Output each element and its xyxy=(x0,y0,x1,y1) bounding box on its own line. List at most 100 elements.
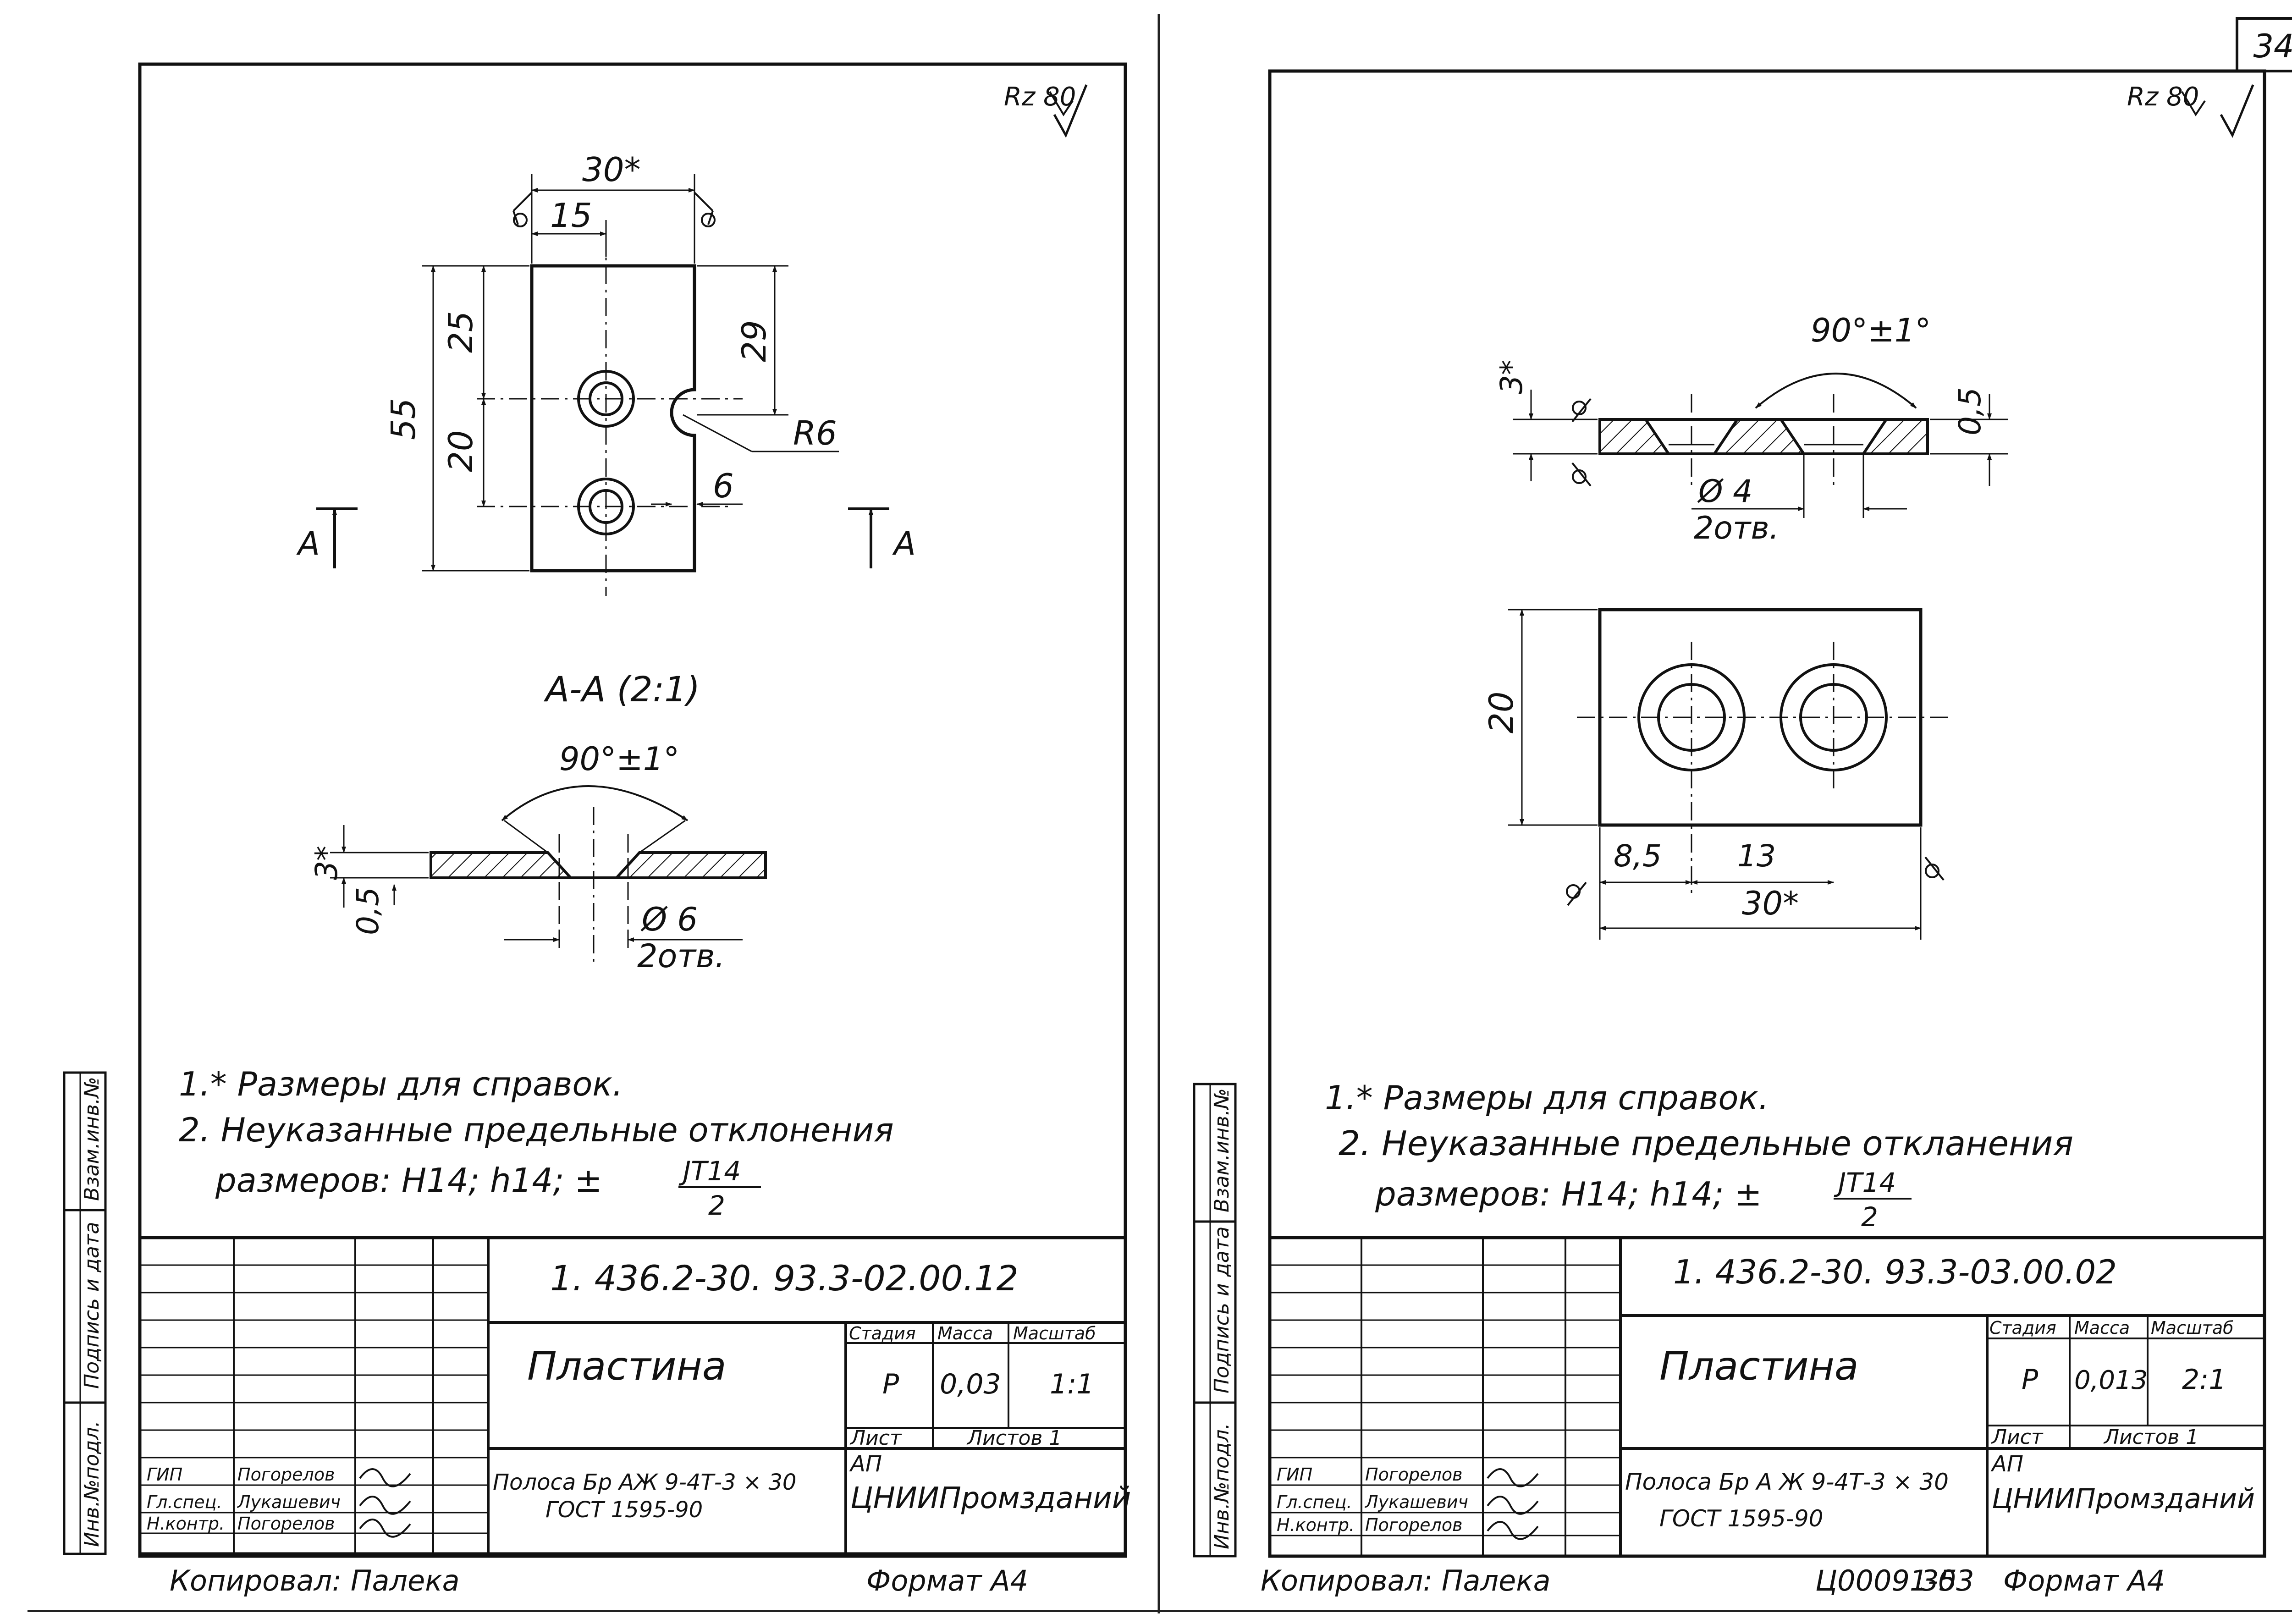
left-tb-signatures-icon xyxy=(359,1468,411,1538)
left-tb-scale: 1:1 xyxy=(1050,1368,1094,1400)
left-tb-stage: Р xyxy=(882,1368,899,1400)
left-tb-role-1: ГИП xyxy=(147,1464,182,1485)
right-tb-name-2: Лукашевич xyxy=(1364,1492,1468,1512)
right-note-3: размеров: H14; h14; ± xyxy=(1375,1175,1762,1213)
left-tb-mass: 0,03 xyxy=(940,1368,1001,1400)
right-tb-mass: 0,013 xyxy=(2074,1365,2148,1395)
right-tb-name-1: Погорелов xyxy=(1365,1464,1462,1485)
right-hole-dia: Ø 4 xyxy=(1697,473,1752,510)
left-tb-org-1: АП xyxy=(849,1451,882,1477)
right-d1: 8,5 xyxy=(1614,838,1662,874)
left-note-2: 2. Неуказанные предельные отклонения xyxy=(179,1111,894,1149)
right-side-stamps: Взам.инв.№ Подпись и дата Инв.№подл. xyxy=(1193,1083,1237,1558)
page-number: 34 xyxy=(2253,28,2292,65)
left-sheet: Rz 80 xyxy=(63,62,1131,1597)
right-sheet: Rz 80 90°±1° xyxy=(1193,69,2266,1597)
left-note-frac-top: JT14 xyxy=(678,1156,741,1187)
right-format: Формат А4 xyxy=(2003,1564,2165,1597)
right-tb-material-2: ГОСТ 1595-90 xyxy=(1659,1505,1823,1532)
right-roughness: Rz 80 xyxy=(2127,82,2199,112)
right-title-block: 1. 436.2-30. 93.3-03.00.02 Пластина Стад… xyxy=(1268,1236,2266,1558)
left-holes-count: 2отв. xyxy=(637,937,725,975)
right-doc-number: Ц00091-03 xyxy=(1815,1564,1974,1597)
right-note-1: 1.* Размеры для справок. xyxy=(1325,1079,1769,1117)
right-d2: 13 xyxy=(1737,838,1776,874)
left-note-3: размеров: H14; h14; ± xyxy=(215,1161,602,1200)
left-section-title: А-А (2:1) xyxy=(543,669,700,710)
left-tb-stage-label: Стадия xyxy=(849,1323,916,1343)
right-tb-name-3: Погорелов xyxy=(1365,1515,1462,1535)
right-tb-code: 1. 436.2-30. 93.3-03.00.02 xyxy=(1673,1253,2117,1291)
right-thickness: 3* xyxy=(1494,360,1529,394)
right-tb-name: Пластина xyxy=(1659,1343,1859,1389)
left-tb-sheets-label: Листов 1 xyxy=(966,1426,1062,1450)
right-tb-role-2: Гл.спец. xyxy=(1277,1492,1352,1512)
right-angle: 90°±1° xyxy=(1811,312,1931,349)
left-dim-lower: 20 xyxy=(441,430,480,472)
left-angle-arc xyxy=(501,785,689,821)
right-tb-material-1: Полоса Бр А Ж 9-4Т-3 × 30 xyxy=(1625,1469,1949,1495)
left-dim-upper: 25 xyxy=(441,311,480,353)
right-tb-signatures-icon xyxy=(1487,1468,1539,1540)
left-roughness-check-icon xyxy=(1053,84,1088,138)
right-tb-stage: Р xyxy=(2022,1364,2039,1396)
right-section-dims xyxy=(1513,390,2008,511)
right-side-label-3: Инв.№подл. xyxy=(1210,1423,1234,1549)
left-angle: 90°±1° xyxy=(559,740,679,778)
left-roughness-mark-icon xyxy=(1049,91,1074,116)
right-angle-arc xyxy=(1755,373,1917,409)
right-chamfer: 0,5 xyxy=(1952,387,1988,435)
right-tb-role-1: ГИП xyxy=(1277,1464,1312,1485)
left-section-profile xyxy=(430,807,767,963)
left-section-markers xyxy=(316,507,889,568)
right-page: 35 xyxy=(1921,1564,1957,1597)
left-tb-name-2: Лукашевич xyxy=(237,1492,341,1512)
right-width: 30* xyxy=(1742,885,1799,922)
right-copied: Копировал: Палека xyxy=(1261,1564,1551,1597)
right-tb-org-2: ЦНИИПромзданий xyxy=(1992,1483,2255,1515)
left-dim-radius: R6 xyxy=(793,414,837,452)
right-height: 20 xyxy=(1482,691,1521,733)
left-hole-dia: Ø 6 xyxy=(640,901,698,938)
right-side-label-1: Взам.инв.№ xyxy=(1210,1088,1234,1212)
left-dim-height: 55 xyxy=(384,398,423,440)
left-tb-sheet-label: Лист xyxy=(849,1426,902,1450)
right-note-frac-bottom: 2 xyxy=(1861,1201,1878,1233)
left-tb-name-3: Погорелов xyxy=(237,1514,335,1534)
left-tb-material-1: Полоса Бр АЖ 9-4Т-3 × 30 xyxy=(493,1470,796,1495)
right-note-2: 2. Неуказанные предельные откланения xyxy=(1339,1124,2073,1163)
page-number-box: 34 xyxy=(2236,17,2292,72)
left-thickness: 3* xyxy=(309,846,344,880)
right-tb-sheet-label: Лист xyxy=(1991,1426,2044,1449)
right-tb-scale-label: Масштаб xyxy=(2151,1318,2234,1338)
left-note-frac-bottom: 2 xyxy=(708,1190,725,1221)
right-tb-scale: 2:1 xyxy=(2182,1364,2226,1396)
left-tb-name: Пластина xyxy=(527,1343,727,1389)
left-section-mark-b: А xyxy=(892,525,916,562)
left-side-label-2: Подпись и дата xyxy=(80,1222,104,1389)
left-centerlines xyxy=(477,234,743,596)
left-note-1: 1.* Размеры для справок. xyxy=(179,1065,623,1103)
left-side-label-3: Инв.№подл. xyxy=(80,1420,104,1547)
left-datum-marks xyxy=(512,192,716,227)
left-dim-notch: 6 xyxy=(713,467,734,505)
right-roughness-check-icon xyxy=(2220,84,2254,138)
left-section-dims xyxy=(330,825,743,942)
right-tb-org-1: АП xyxy=(1990,1451,2023,1477)
left-title-block: 1. 436.2-30. 93.3-02.00.12 Пластина Стад… xyxy=(138,1236,1131,1556)
right-tb-stage-label: Стадия xyxy=(1989,1318,2056,1338)
left-copied: Копировал: Палека xyxy=(170,1564,460,1597)
right-plan-dims xyxy=(1508,609,1922,940)
right-holes-count: 2отв. xyxy=(1694,510,1779,546)
right-datum-marks xyxy=(1566,398,1945,906)
left-frame xyxy=(138,62,1127,1558)
right-roughness-mark-icon xyxy=(2181,91,2206,116)
left-dimension-lines xyxy=(431,188,839,571)
right-side-label-2: Подпись и дата xyxy=(1210,1227,1234,1393)
right-note-frac-top: JT14 xyxy=(1834,1167,1896,1198)
left-tb-org-2: ЦНИИПромзданий xyxy=(850,1481,1131,1515)
left-tb-role-3: Н.контр. xyxy=(147,1514,225,1534)
left-dim-right-top: 29 xyxy=(735,320,773,362)
left-tb-role-2: Гл.спец. xyxy=(147,1492,222,1512)
